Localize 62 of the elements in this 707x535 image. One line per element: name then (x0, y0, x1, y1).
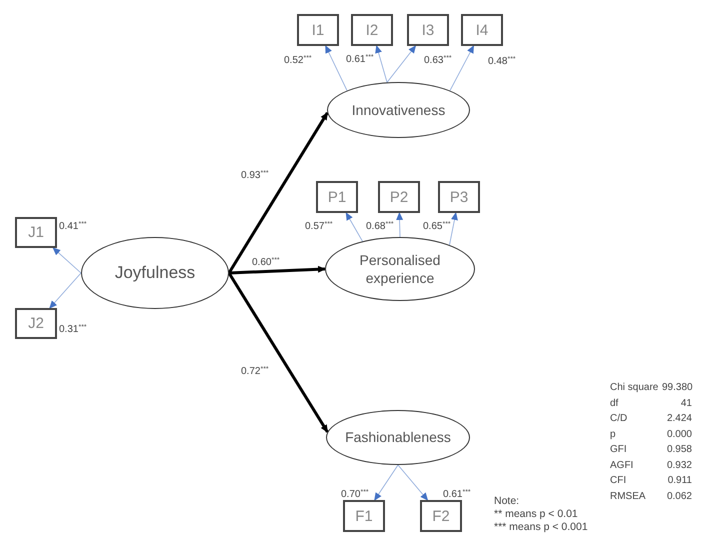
arrow (374, 464, 398, 501)
arrow (228, 266, 326, 274)
fit-index-name: C/D (610, 412, 628, 426)
edge-label: 0.48$^{***}$ (488, 56, 516, 67)
arrow (228, 112, 329, 274)
fit-index-name: AGFI (610, 458, 634, 472)
indicator-box: J2 (15, 308, 57, 339)
fit-index-name: GFI (610, 443, 628, 457)
arrow (346, 212, 363, 242)
fit-index-name: p (610, 428, 617, 442)
arrow (52, 247, 82, 274)
arrow (450, 45, 474, 91)
edge-label: 0.68$^{***}$ (366, 221, 394, 232)
edge-label: 0.72$^{***}$ (241, 366, 269, 377)
fit-value: 0.958 (666, 443, 692, 457)
fit-value: 0.932 (666, 458, 692, 472)
edge-label: 0.70$^{***}$ (341, 489, 369, 500)
fit-value: 41 (680, 396, 692, 410)
arrow (375, 45, 388, 83)
indicator-box: I4 (461, 14, 503, 46)
latent-variable-ellipse: Innovativeness (327, 82, 470, 138)
edge-label: 0.61$^{***}$ (346, 54, 374, 65)
edge-label: 0.93$^{***}$ (241, 170, 269, 181)
indicator-box: I2 (351, 14, 393, 46)
indicator-box: J1 (15, 217, 57, 248)
note-text: Note: (494, 495, 520, 508)
arrow (49, 272, 82, 309)
fit-value: 0.911 (666, 474, 692, 488)
fit-index-name: RMSEA (610, 490, 647, 504)
edge-label: 0.31$^{***}$ (59, 324, 87, 335)
note-text: ** means p < 0.01 (494, 508, 579, 521)
arrow (228, 272, 329, 433)
indicator-box: P1 (316, 181, 358, 213)
latent-variable-ellipse: Personalised experience (325, 237, 475, 301)
indicator-box: I3 (407, 14, 449, 46)
edge-label: 0.61$^{***}$ (443, 489, 471, 500)
indicator-box: I1 (297, 14, 339, 46)
arrow (398, 464, 428, 501)
fit-value: 2.424 (666, 412, 692, 426)
indicator-box: F1 (343, 500, 385, 532)
fit-value: 99.380 (662, 381, 692, 395)
edge-label: 0.60$^{***}$ (252, 257, 280, 268)
fit-index-name: CFI (610, 474, 628, 488)
arrow (325, 45, 348, 91)
arrow (386, 45, 416, 83)
indicator-box: F2 (420, 500, 462, 532)
arrow (396, 212, 404, 238)
edge-label: 0.52$^{***}$ (284, 55, 312, 66)
fit-value: 0.000 (666, 428, 692, 442)
edge-label: 0.63$^{***}$ (424, 55, 452, 66)
arrow (449, 212, 458, 246)
latent-variable-ellipse: Fashionableness (326, 410, 470, 465)
edge-label: 0.65$^{***}$ (423, 221, 451, 232)
latent-variable-ellipse: Joyfulness (81, 237, 229, 309)
edge-label: 0.57$^{***}$ (305, 221, 333, 232)
indicator-box: P2 (378, 181, 420, 213)
fit-index-name: Chi square (610, 381, 660, 395)
fit-index-name: df (610, 396, 620, 410)
indicator-box: P3 (438, 181, 480, 213)
edge-label: 0.41$^{***}$ (59, 221, 87, 232)
note-text: *** means p < 0.001 (494, 521, 588, 534)
fit-value: 0.062 (666, 490, 692, 504)
